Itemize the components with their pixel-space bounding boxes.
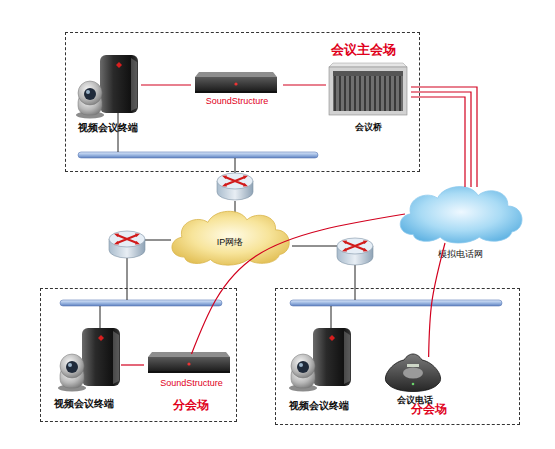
conference-phone: 会议电话 — [384, 353, 446, 408]
node-label: 会议电话 — [384, 396, 446, 405]
node-label: 分会场 — [173, 399, 209, 411]
signal-link — [411, 97, 465, 187]
signal-link — [121, 364, 144, 365]
video-terminal-icon — [289, 328, 351, 392]
wire — [355, 265, 356, 300]
venue-region: 会议主会场视频会议终端 SoundStructure 会议桥 — [65, 32, 420, 172]
phone-body — [385, 354, 440, 392]
signal-link — [283, 84, 326, 85]
network-wires — [100, 113, 355, 328]
signal-link — [192, 214, 406, 354]
node-label: 视频会议终端 — [289, 401, 349, 411]
cloud-outline — [165, 205, 295, 267]
node-label: 会议桥 — [326, 123, 411, 132]
conference-bridge-icon — [329, 63, 407, 115]
bridge-header — [333, 71, 403, 76]
conference-phone-icon — [385, 354, 440, 392]
signal-link — [141, 84, 191, 85]
lan-bar — [78, 152, 318, 158]
node-label: 模拟电话网 — [393, 250, 528, 259]
video-terminal: 视频会议终端 — [49, 325, 121, 411]
wire — [235, 201, 236, 212]
bridge-slots — [333, 71, 403, 111]
branch-region: 分会场视频会议终端会议电话 — [275, 288, 520, 425]
phone-keypad — [403, 368, 423, 379]
node-label: SoundStructure — [191, 97, 283, 106]
node-label: 视频会议终端 — [54, 399, 114, 409]
router-symbol — [109, 231, 145, 258]
cloud-outline — [393, 180, 528, 245]
soundstructure-icon — [148, 352, 230, 373]
video-terminal-icon — [76, 55, 138, 119]
node-label: 会议主会场 — [331, 43, 396, 56]
lan-bar — [60, 300, 222, 306]
lan-bar — [290, 300, 502, 306]
wire — [127, 258, 128, 300]
wire — [331, 306, 332, 328]
branch-region: 分会场 视频会议终端 SoundStructure — [40, 288, 237, 422]
node-label: 视频会议终端 — [78, 123, 138, 133]
signal-link — [411, 87, 477, 187]
router-symbol — [217, 173, 253, 200]
phone-display — [407, 364, 419, 367]
video-terminal: 视频会议终端 — [73, 54, 141, 138]
video-terminal-icon — [58, 328, 120, 392]
phone-network-cloud: 模拟电话网 — [393, 180, 528, 262]
video-terminal: 视频会议终端 — [284, 327, 352, 413]
node-label: SoundStructure — [144, 379, 239, 388]
signal-link — [429, 243, 445, 357]
conference-bridge: 会议桥 — [326, 61, 411, 136]
wire — [292, 246, 337, 247]
wire — [100, 306, 101, 328]
bridge-panel — [333, 71, 403, 111]
soundstructure-device: SoundStructure — [144, 351, 239, 389]
router-symbol — [337, 238, 373, 265]
bridge-chassis — [329, 67, 407, 115]
soundstructure-device: SoundStructure — [191, 71, 283, 109]
cloud-shape — [400, 187, 522, 243]
soundstructure-icon — [195, 72, 277, 93]
wire — [145, 240, 171, 241]
signal-link — [411, 92, 471, 187]
ip-network-cloud: IP网络 — [165, 205, 295, 267]
node-label: IP网络 — [165, 238, 295, 247]
bridge-top — [329, 63, 407, 67]
phone-led — [412, 383, 415, 386]
